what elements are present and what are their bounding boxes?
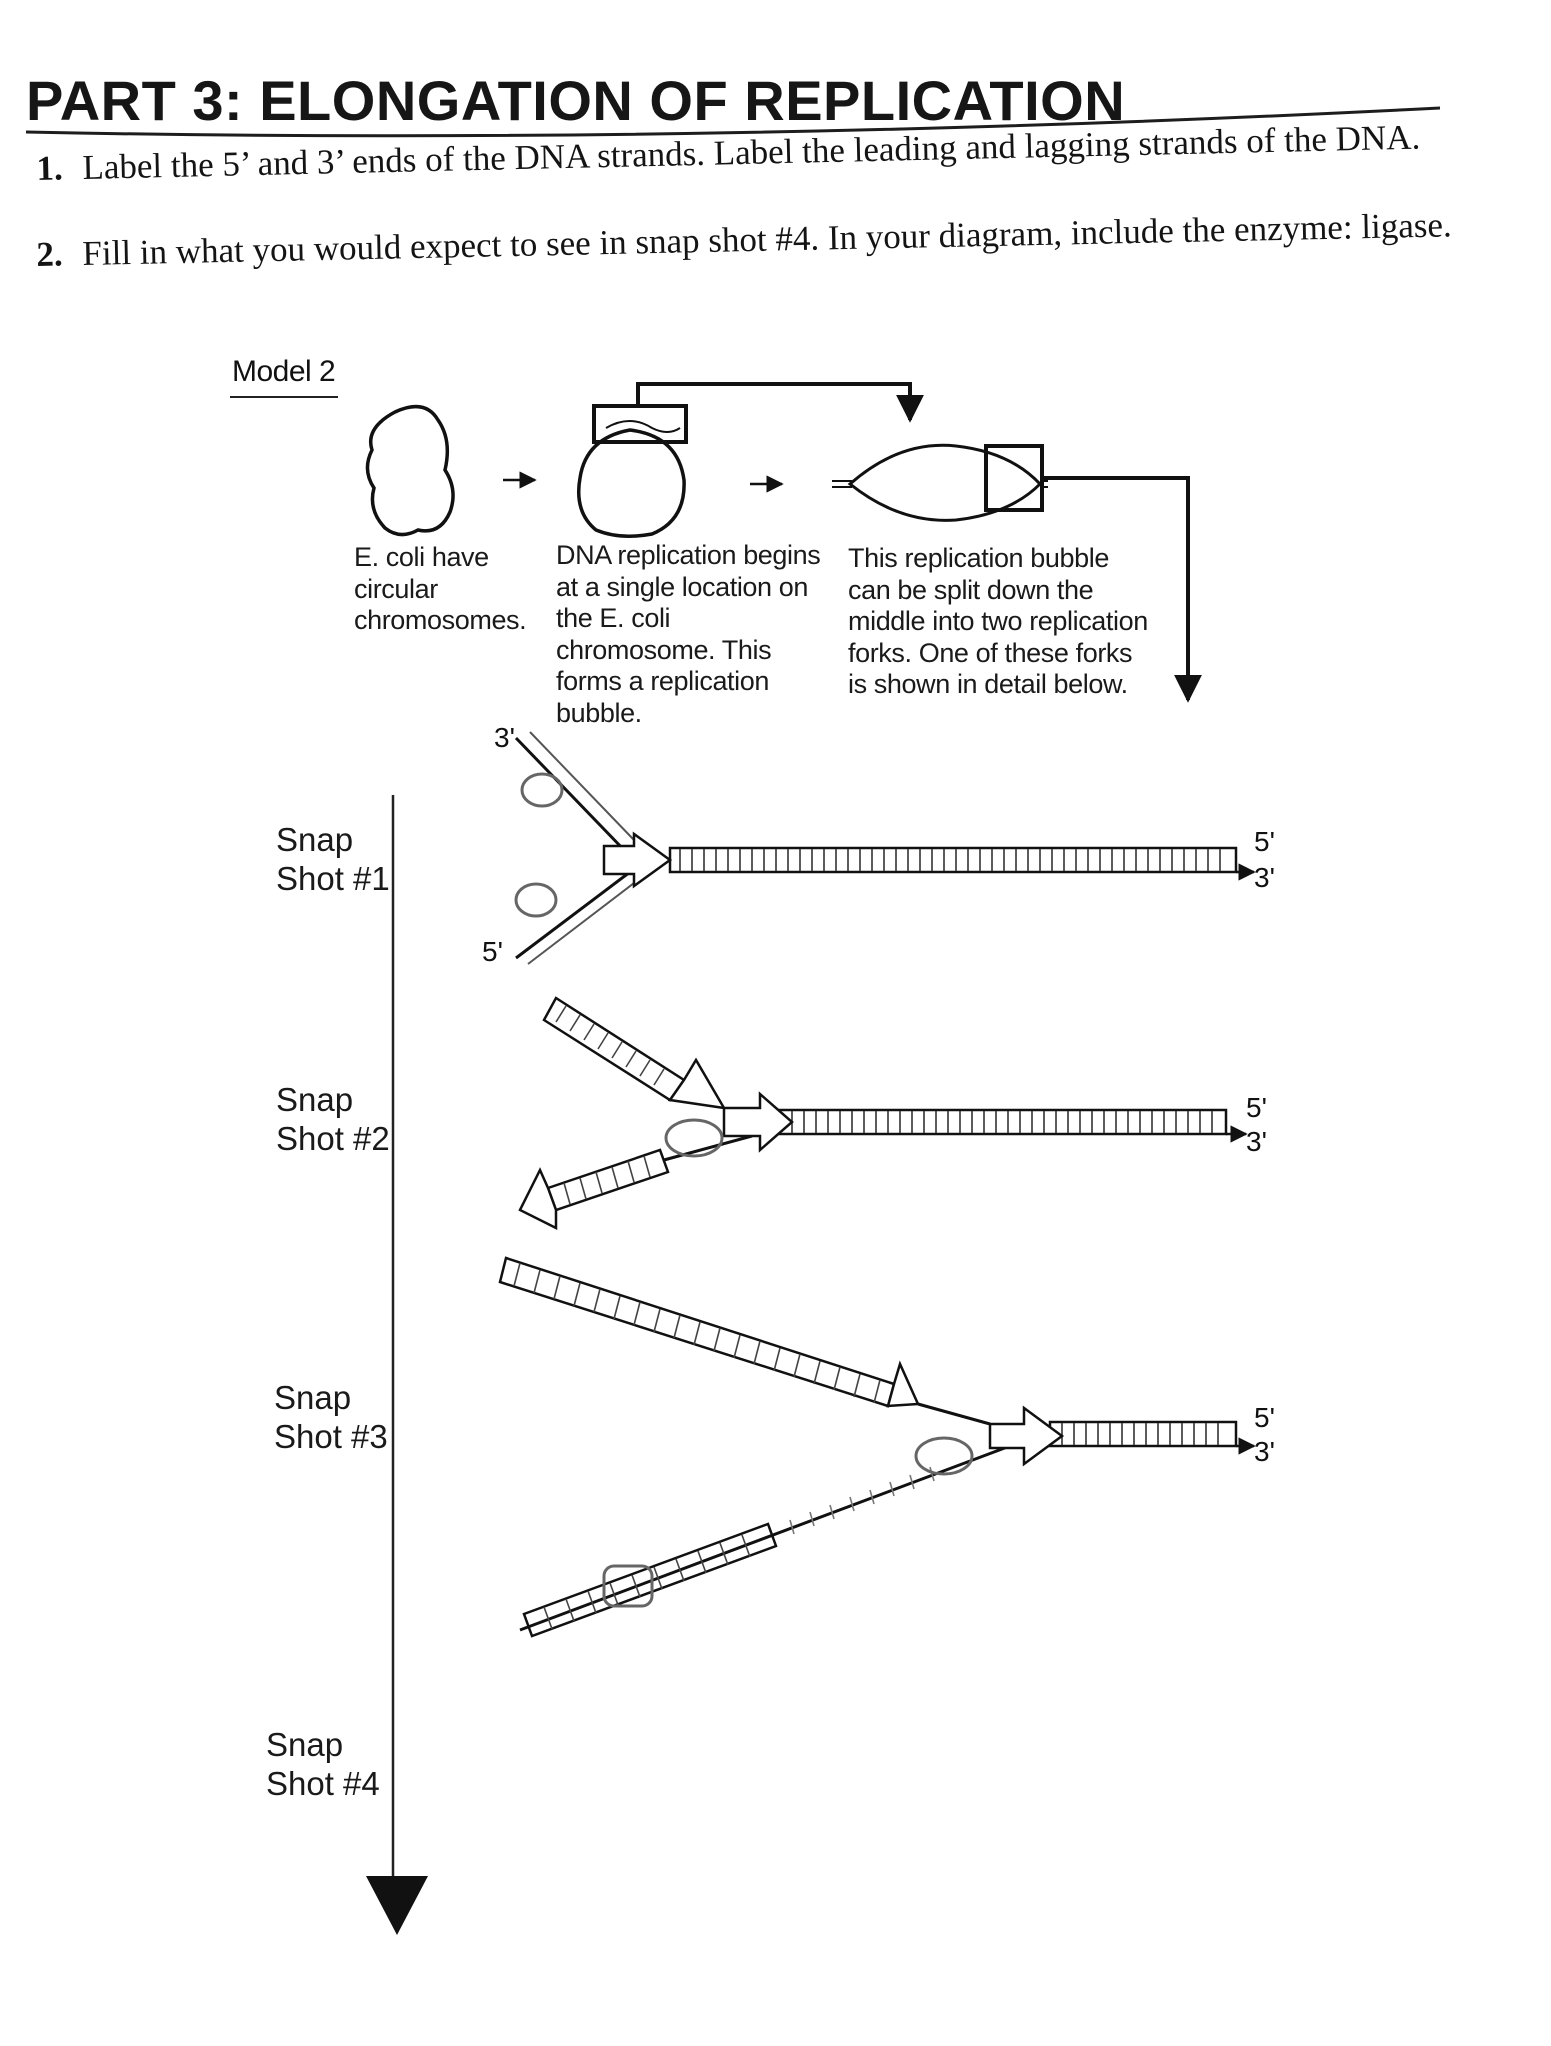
connector-arrow-top [636,382,924,423]
lagging-strand-arrow-icon [518,1167,558,1231]
title-rule [25,106,1441,138]
snapshot-label-2: Snap Shot #2 [276,1080,390,1158]
snapshot-3-fork [498,1256,1256,1638]
helicase-arrow-icon [602,831,673,889]
snapshot1-right-3prime-label: 3' [1254,862,1275,893]
caption-replication-bubble: DNA replication begins at a single locat… [556,540,821,728]
snapshot-label-line1: Snap [274,1379,352,1416]
primase-icon [664,1118,724,1158]
primase-icon [914,1436,974,1476]
snapshot2-right-3prime-label: 3' [1246,1126,1267,1157]
primase-icon [514,882,558,918]
connector-arrow-right [1044,476,1202,703]
snapshot3-right-5prime-label: 5' [1254,1402,1275,1433]
snapshot-1-fork [514,731,1256,965]
primase-icon [520,772,564,808]
leading-strand-arrow-icon [886,1360,920,1408]
model-label-underline [230,396,338,398]
snapshot-label-line2: Shot #2 [276,1120,390,1157]
snapshot-label-1: Snap Shot #1 [276,820,390,898]
dna-polymerase-icon [602,1564,654,1608]
time-axis-arrowhead-icon [366,1876,428,1935]
page-title: PART 3: ELONGATION OF REPLICATION [26,69,1126,132]
snapshot3-right-3prime-label: 3' [1254,1436,1275,1467]
leading-strand-arrow-icon [667,1057,727,1110]
snapshot-label-line1: Snap [276,821,354,858]
snapshot-label-line2: Shot #3 [274,1418,388,1455]
snapshot2-right-5prime-label: 5' [1246,1092,1267,1123]
snapshot-label-line1: Snap [266,1726,344,1763]
snapshot-label-line2: Shot #4 [266,1765,380,1802]
snapshot-label-line1: Snap [276,1081,354,1118]
snapshot-2-fork [518,996,1248,1231]
model-label: Model 2 [232,355,336,388]
caption-circular-chromosome: E. coli have circular chromosomes. [354,542,527,635]
caption-replication-fork: This replication bubble can be split dow… [848,543,1148,699]
snapshot1-right-5prime-label: 5' [1254,826,1275,857]
snapshot-label-4: Snap Shot #4 [266,1725,380,1803]
circular-chromosome-icon [365,404,455,537]
snapshot-label-3: Snap Shot #3 [274,1378,388,1456]
fork-highlight-box [984,444,1044,512]
helicase-arrow-icon [722,1091,794,1153]
snapshot1-bottom-5prime-label: 5' [482,936,503,967]
snapshot-label-line2: Shot #1 [276,860,390,897]
replication-bubble-chromosome-icon [577,428,686,538]
snapshot1-top-3prime-label: 3' [494,722,515,753]
helicase-arrow-icon [988,1405,1065,1467]
